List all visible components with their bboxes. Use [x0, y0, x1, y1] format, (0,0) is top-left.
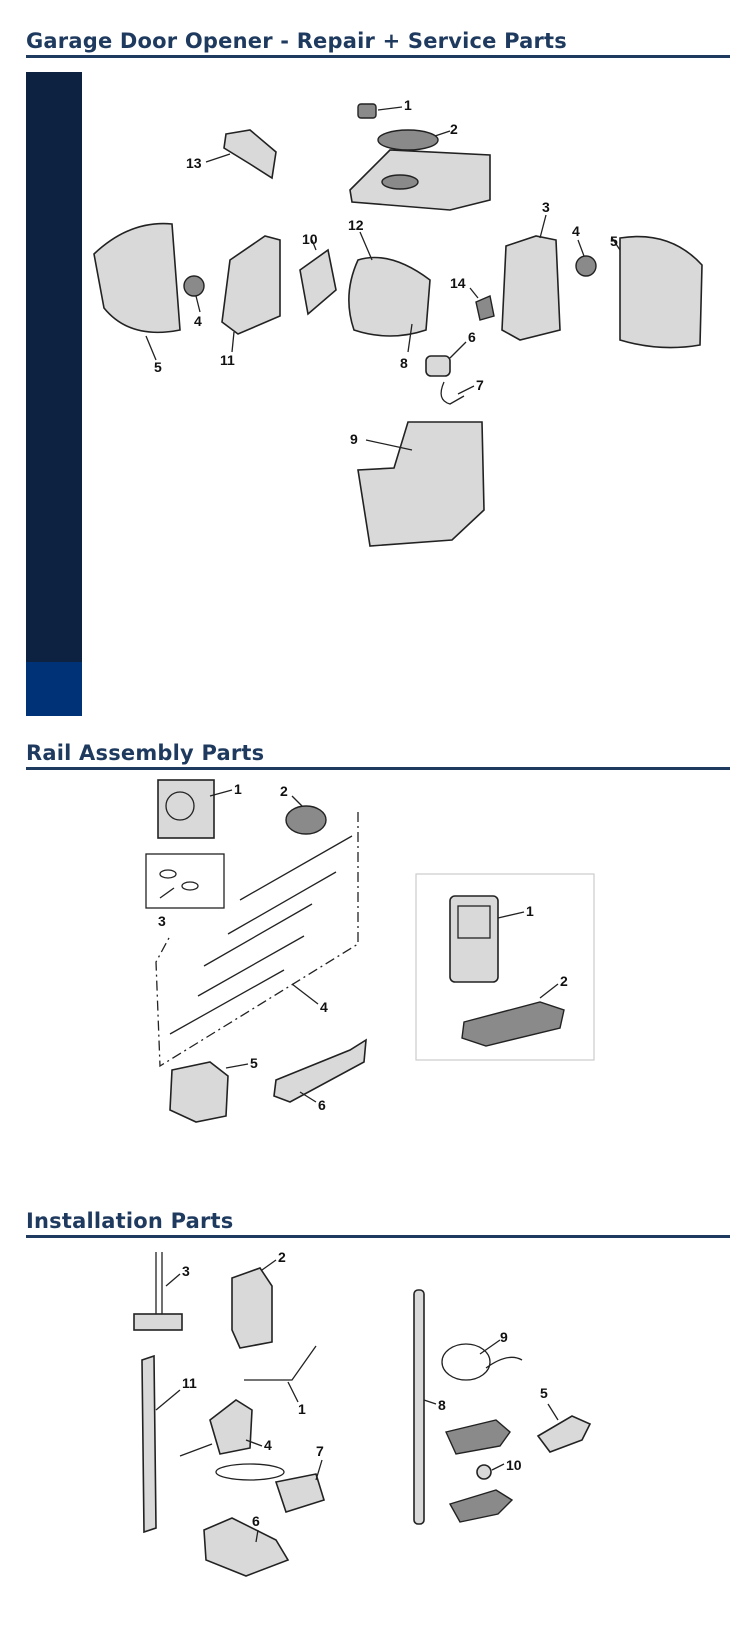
- label-5-left: 5: [154, 359, 162, 375]
- label-14: 14: [450, 275, 466, 291]
- inst-label-4: 4: [264, 1437, 272, 1453]
- rail-label-4: 4: [320, 999, 328, 1015]
- label-12: 12: [348, 217, 364, 233]
- rail-label-5: 5: [250, 1055, 258, 1071]
- inst-keypad-shape: [445, 1419, 511, 1455]
- part-14-shape: [475, 295, 495, 321]
- part-3-shape: [501, 235, 561, 341]
- inst-board-shape: [448, 1489, 514, 1523]
- part-11-shape: [221, 235, 281, 335]
- inst-label-8: 8: [438, 1397, 446, 1413]
- inst-part-1-shape: [244, 1345, 317, 1381]
- part-9-shape: [357, 421, 485, 547]
- inst-label-2: 2: [278, 1250, 286, 1265]
- inst-label-6: 6: [252, 1513, 260, 1529]
- part-13-shape: [223, 129, 277, 180]
- remote-label-2: 2: [560, 973, 568, 989]
- inst-label-9: 9: [500, 1329, 508, 1345]
- inst-label-3: 3: [182, 1263, 190, 1279]
- part-2-shape: [349, 149, 491, 211]
- label-6: 6: [468, 329, 476, 345]
- part-6-shape: [425, 355, 451, 377]
- label-2: 2: [450, 121, 458, 137]
- inst-part-10-shape: [476, 1464, 492, 1480]
- part-4-left-shape: [183, 275, 205, 297]
- section-title-opener-parts: Garage Door Opener - Repair + Service Pa…: [26, 28, 730, 58]
- inst-part-11-shape: [141, 1354, 157, 1534]
- label-5-right: 5: [610, 233, 618, 249]
- part-2-gear: [377, 129, 439, 151]
- rail-label-2: 2: [280, 783, 288, 799]
- rail-label-1: 1: [234, 781, 242, 797]
- inst-part-9-shape: [441, 1343, 491, 1381]
- label-1: 1: [404, 97, 412, 113]
- inst-part-5-shape: [536, 1415, 592, 1453]
- rail-part-1-shape: [157, 779, 215, 839]
- label-11: 11: [220, 352, 235, 368]
- rail-part-4-outline: [155, 812, 359, 1068]
- inst-part-2-shape: [231, 1267, 273, 1349]
- rail-part-6-shape: [273, 1038, 367, 1103]
- rail-part-2-shape: [285, 805, 327, 835]
- remote-label-1: 1: [526, 903, 534, 919]
- rail-label-6: 6: [318, 1097, 326, 1113]
- label-9: 9: [350, 431, 358, 447]
- rail-part-3-shape: [145, 853, 225, 909]
- installation-parts-diagram: 3 2 11 1 4 7 6 9 8 5 10: [133, 1250, 592, 1577]
- label-10: 10: [302, 231, 318, 247]
- section-title-installation-parts: Installation Parts: [26, 1208, 730, 1238]
- part-12-shape: [348, 256, 431, 337]
- rail-part-5-shape: [169, 1061, 229, 1123]
- opener-exploded-diagram: 1 2 13 3 4 5 10 12 14 6 8 11 4 5 7: [93, 97, 703, 547]
- inst-label-11: 11: [182, 1375, 197, 1391]
- part-1-shape: [357, 103, 377, 119]
- label-4-right: 4: [572, 223, 580, 239]
- remote-shape: [461, 1001, 565, 1047]
- inst-part-7-shape: [274, 1473, 325, 1513]
- wall-control-shape: [449, 895, 499, 983]
- label-8: 8: [400, 355, 408, 371]
- part-7-shape: [440, 381, 465, 405]
- inst-part-3-shape: [133, 1313, 183, 1331]
- part-10-shape: [299, 248, 337, 316]
- part-5-right-shape: [619, 235, 703, 349]
- inst-label-5: 5: [540, 1385, 548, 1401]
- label-4-left: 4: [194, 313, 202, 329]
- inst-label-7: 7: [316, 1443, 324, 1459]
- inst-label-1: 1: [298, 1401, 306, 1417]
- section-title-rail-parts: Rail Assembly Parts: [26, 740, 730, 770]
- inst-part-4-shape: [209, 1399, 253, 1455]
- rail-assembly-diagram: 1 2 3 4 5 6 1 2: [145, 779, 595, 1123]
- sidebar-banner-accent: [26, 662, 82, 716]
- inst-label-10: 10: [506, 1457, 522, 1473]
- inst-part-8-shape: [413, 1289, 425, 1525]
- inst-part-6-shape: [203, 1517, 290, 1577]
- part-5-left-shape: [93, 222, 181, 334]
- label-13: 13: [186, 155, 202, 171]
- sidebar-banner: [26, 72, 82, 716]
- part-4-right-shape: [575, 255, 597, 277]
- label-3: 3: [542, 199, 550, 215]
- label-7: 7: [476, 377, 484, 393]
- rail-label-3: 3: [158, 913, 166, 929]
